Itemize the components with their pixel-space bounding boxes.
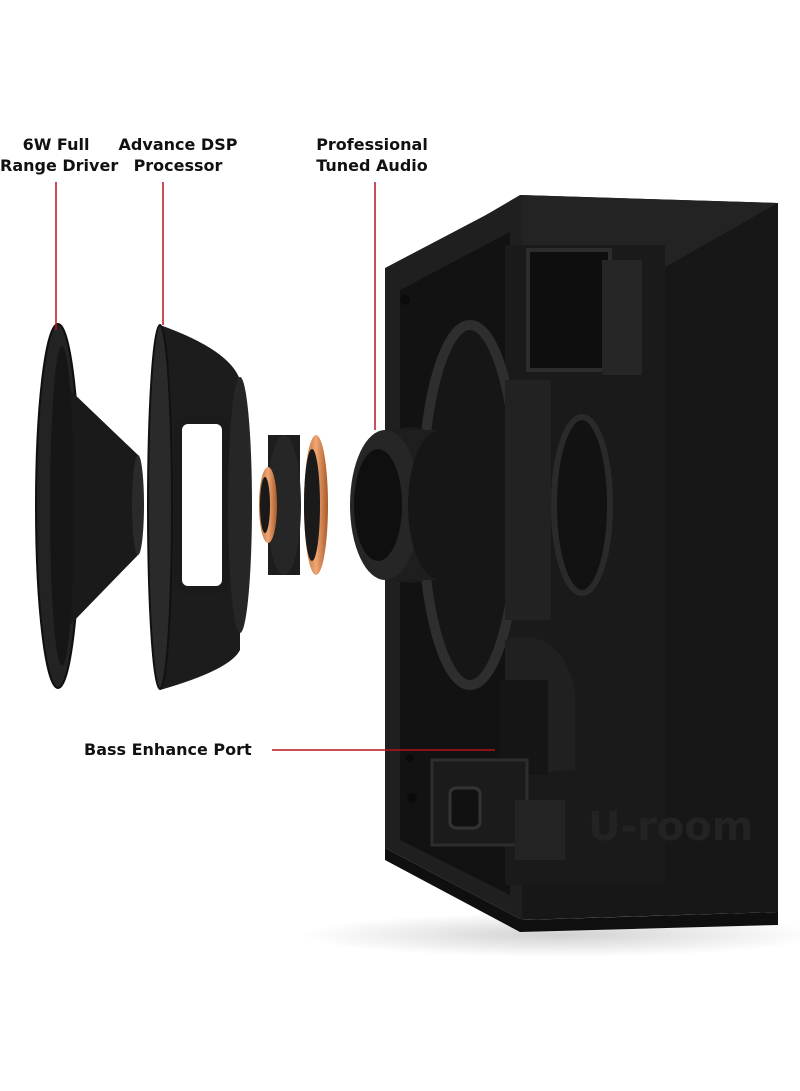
label-dsp-processor-line1: Advance DSP xyxy=(118,135,238,154)
magnet-assembly xyxy=(350,427,472,583)
voice-coil-rings xyxy=(259,435,328,575)
speaker-cone xyxy=(35,323,144,689)
label-bass-enhance-port: Bass Enhance Port xyxy=(84,740,252,759)
label-dsp-processor-line2: Processor xyxy=(133,156,223,175)
label-tuned-audio-line2: Tuned Audio xyxy=(316,156,428,175)
label-full-range-driver: 6W Full Range Driver xyxy=(0,134,119,176)
label-tuned-audio: Professional Tuned Audio xyxy=(312,134,432,176)
brand-mark: U-room xyxy=(588,804,753,850)
label-tuned-audio-line1: Professional xyxy=(316,135,428,154)
label-dsp-processor: Advance DSP Processor xyxy=(118,134,238,176)
label-full-range-driver-line2: Range Driver xyxy=(0,156,119,175)
speaker-basket xyxy=(147,324,252,690)
label-full-range-driver-line1: 6W Full xyxy=(22,135,90,154)
